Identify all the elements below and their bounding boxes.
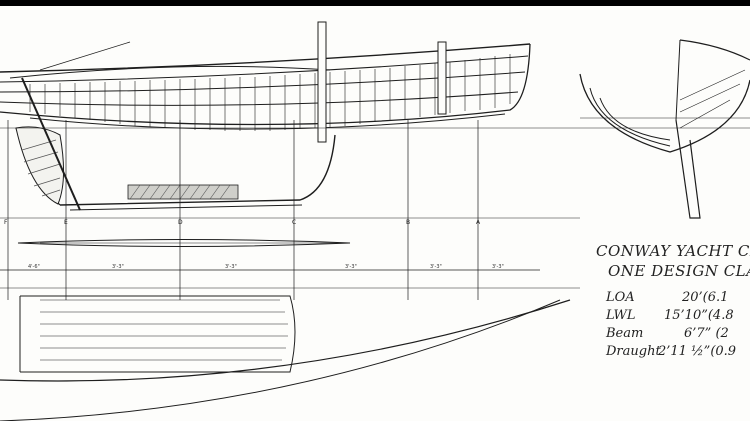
station-label: F [4, 219, 8, 226]
spec-value-draught: 2’11 ½”(0.9 [658, 344, 737, 359]
station-label: C [292, 219, 296, 226]
spec-label-loa: LOA [606, 290, 635, 305]
dimension-label: 3'-3" [345, 264, 357, 270]
side-profile [0, 21, 531, 211]
body-plan [579, 39, 750, 219]
plan-view [0, 295, 571, 421]
dimension-label: 3'-3" [492, 264, 504, 270]
spec-value-beam: 6’7” (2 [684, 326, 729, 341]
station-labels: F E D C B A [4, 219, 481, 226]
frame-lines [29, 54, 511, 131]
dimension-label: 3'-3" [430, 264, 442, 270]
spec-label-draught: Draught [606, 344, 661, 359]
dimension-labels: 4'-6" 3'-3" 3'-3" 3'-3" 3'-3" 3'-3" [28, 264, 504, 270]
station-label: D [178, 219, 183, 226]
station-label: E [64, 219, 68, 226]
top-border [0, 0, 750, 6]
deck-plan [17, 239, 351, 247]
club-name: CONWAY YACHT CL [596, 242, 750, 260]
class-name: ONE DESIGN CLAS [608, 262, 750, 280]
dimension-label: 4'-6" [28, 264, 40, 270]
spec-label-beam: Beam [606, 326, 644, 341]
station-label: B [406, 219, 410, 226]
dimension-label: 3'-3" [112, 264, 124, 270]
spec-value-lwl: 15’10”(4.8 [664, 308, 734, 323]
station-lines [0, 120, 750, 300]
dimension-line [0, 269, 580, 289]
title-block: CONWAY YACHT CL ONE DESIGN CLAS LOA 20’(… [596, 242, 750, 412]
spec-value-loa: 20’(6.1 [682, 290, 729, 305]
station-label: A [476, 219, 481, 226]
dimension-label: 3'-3" [225, 264, 237, 270]
spec-label-lwl: LWL [606, 308, 636, 323]
